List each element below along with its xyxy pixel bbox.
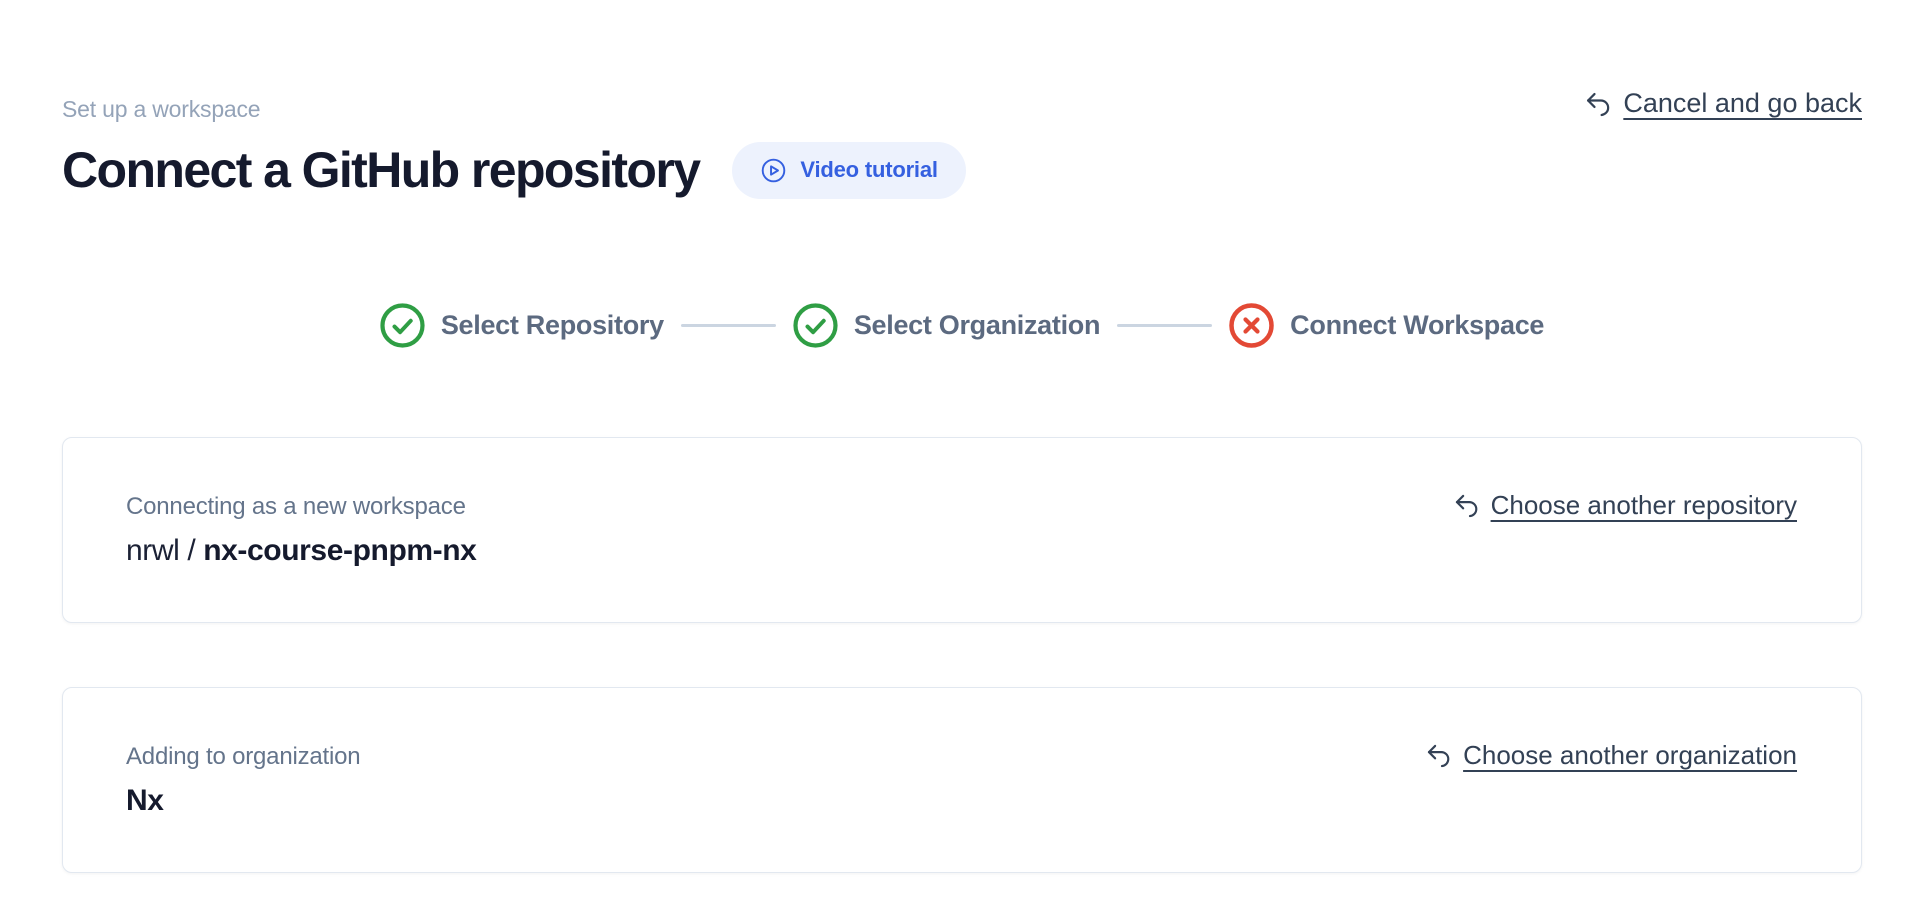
step-label: Select Organization — [853, 310, 1101, 340]
undo-arrow-icon — [1453, 492, 1480, 519]
step-select-repository: Select Repository — [380, 303, 664, 348]
repository-owner: nrwl / — [126, 534, 204, 567]
step-connector — [1117, 324, 1213, 327]
main-content: Set up a workspace Connect a GitHub repo… — [62, 0, 1862, 873]
cancel-and-go-back-label: Cancel and go back — [1623, 88, 1862, 118]
page-header: Set up a workspace Connect a GitHub repo… — [62, 0, 1862, 200]
undo-arrow-icon — [1425, 742, 1452, 769]
organization-card: Adding to organization Nx Choose another… — [62, 687, 1862, 873]
step-connector — [680, 324, 776, 327]
repository-card-label: Connecting as a new workspace — [126, 493, 466, 520]
repository-name: nrwl / nx-course-pnpm-nx — [126, 532, 1797, 570]
undo-arrow-icon — [1584, 90, 1612, 118]
step-label: Select Repository — [440, 310, 664, 340]
stepper: Select Repository Select Organization Co… — [62, 303, 1862, 348]
step-label: Connect Workspace — [1290, 310, 1545, 340]
x-circle-icon — [1229, 303, 1274, 348]
page-title: Connect a GitHub repository — [62, 142, 701, 198]
organization-name: Nx — [126, 784, 164, 817]
choose-another-repository-label: Choose another repository — [1490, 490, 1797, 520]
step-select-organization: Select Organization — [793, 303, 1100, 348]
organization-card-label: Adding to organization — [126, 743, 361, 770]
choose-another-organization-link[interactable]: Choose another organization — [1425, 740, 1797, 771]
choose-another-repository-link[interactable]: Choose another repository — [1453, 490, 1797, 521]
choose-another-organization-label: Choose another organization — [1463, 740, 1797, 770]
video-tutorial-button[interactable]: Video tutorial — [732, 141, 966, 199]
repository-slug: nx-course-pnpm-nx — [203, 534, 477, 567]
cancel-and-go-back-link[interactable]: Cancel and go back — [1584, 88, 1862, 119]
repository-card: Connecting as a new workspace nrwl / nx-… — [62, 437, 1862, 623]
eyebrow-text: Set up a workspace — [62, 96, 261, 122]
play-circle-icon — [760, 157, 787, 184]
check-circle-icon — [380, 303, 425, 348]
check-circle-icon — [793, 303, 838, 348]
video-tutorial-label: Video tutorial — [800, 157, 938, 182]
step-connect-workspace: Connect Workspace — [1229, 303, 1544, 348]
title-row: Connect a GitHub repository Video tutori… — [62, 140, 1862, 200]
